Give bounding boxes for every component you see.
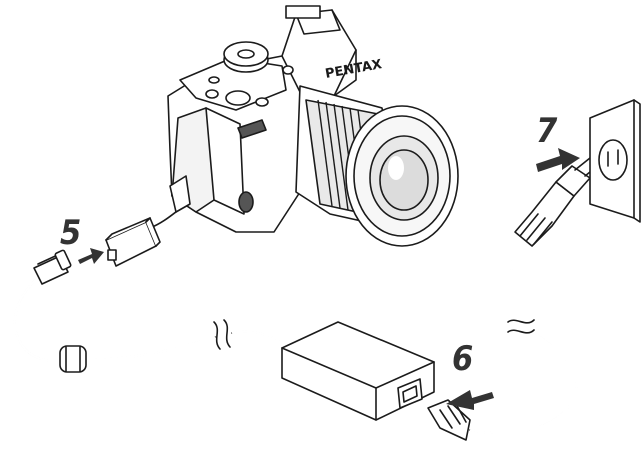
camera-lens [295, 85, 459, 247]
arrow-step-6 [446, 390, 494, 410]
ac-adapter [281, 321, 435, 421]
camera: PENTAX [167, 5, 459, 247]
arrow-step-7 [536, 148, 580, 172]
dc-plug [33, 249, 72, 285]
dc-coupler [105, 205, 185, 267]
shutter-button [225, 90, 251, 106]
step-label-7: 7 [536, 111, 558, 151]
step-label-5: 5 [60, 213, 81, 253]
grip-button [238, 191, 254, 213]
outlet-socket [598, 139, 628, 181]
dc-cable [13, 271, 293, 373]
power-cord [469, 234, 578, 435]
inlet-plug [427, 399, 471, 441]
mains-plug [514, 157, 601, 247]
hot-shoe [285, 5, 321, 19]
ferrite-core [59, 345, 87, 373]
arrow-step-5 [78, 248, 104, 264]
wall-outlet [589, 99, 641, 223]
step-label-6: 6 [452, 339, 473, 379]
step-arrows [78, 148, 580, 410]
